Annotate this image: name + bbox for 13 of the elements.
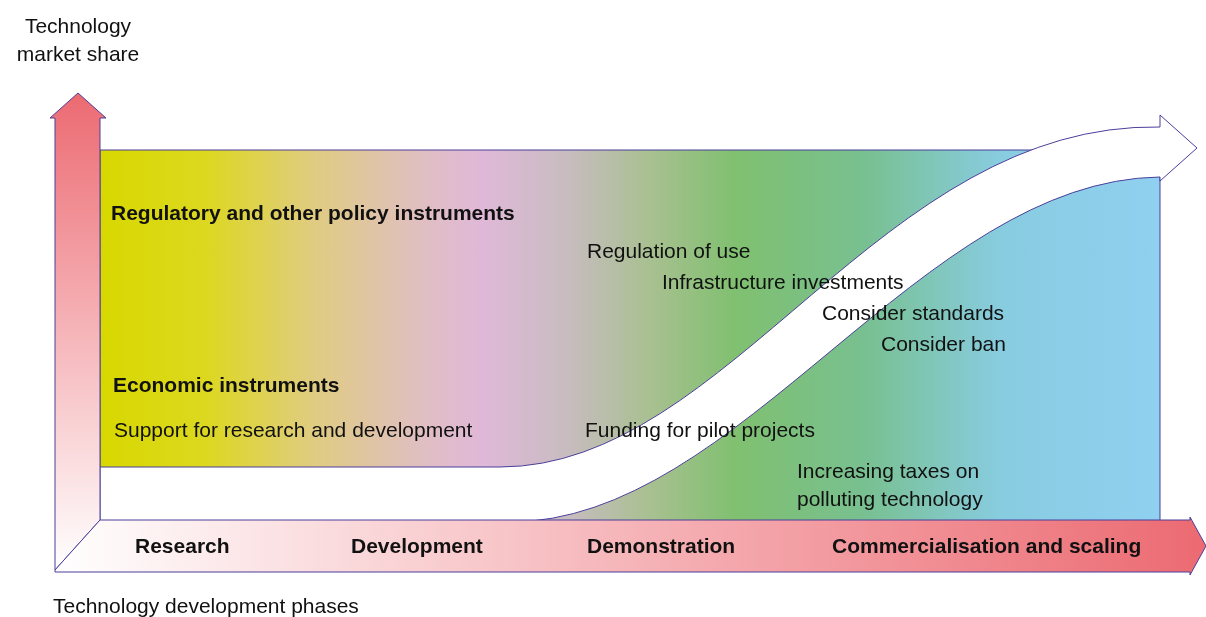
policy-label: Funding for pilot projects [585, 417, 815, 443]
policy-label: Support for research and development [114, 417, 473, 443]
policy-label: Consider ban [881, 331, 1006, 357]
phase-label: Demonstration [587, 533, 736, 559]
phase-label: Research [135, 533, 230, 559]
phase-label: Development [351, 533, 483, 559]
policy-label: Regulation of use [587, 238, 751, 264]
section-heading: Economic instruments [113, 372, 340, 398]
phase-label: Commercialisation and scaling [832, 533, 1142, 559]
policy-label: Increasing taxes on polluting technology [797, 458, 984, 512]
section-heading: Regulatory and other policy instruments [111, 200, 515, 226]
x-axis-title: Technology development phases [53, 593, 359, 617]
y-axis-title: Technology market share [15, 13, 141, 67]
